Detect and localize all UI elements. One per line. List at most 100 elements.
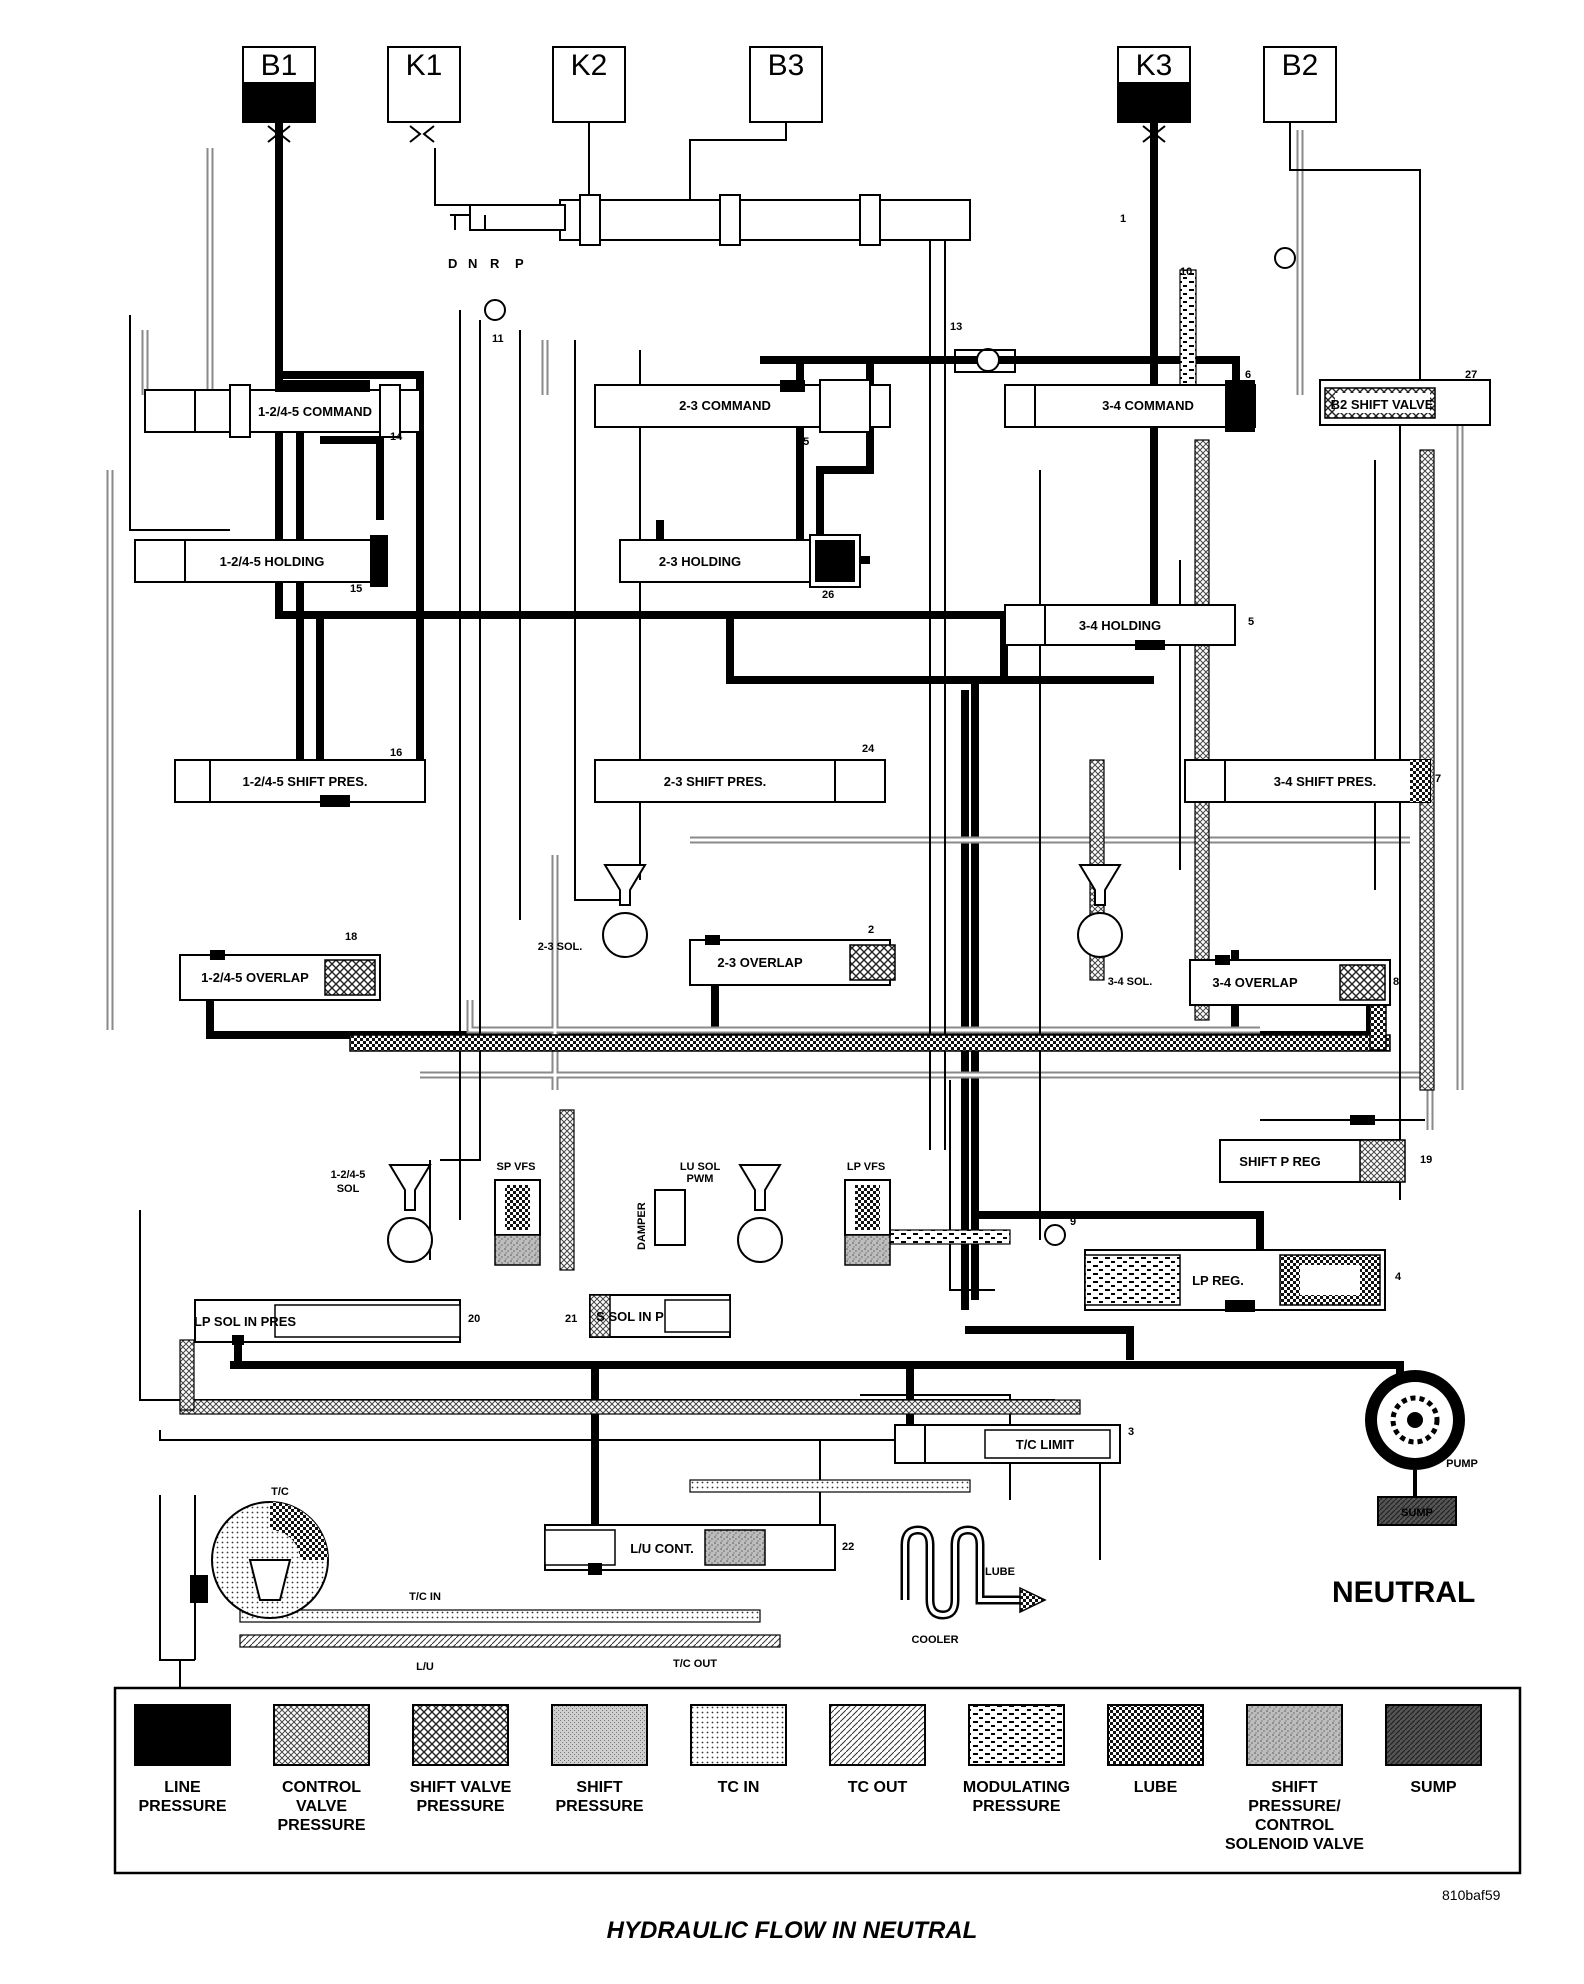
svg-text:LU SOL: LU SOL	[680, 1161, 721, 1173]
clutch-b1-label: B1	[261, 49, 298, 82]
svg-text:1-2/4-5 COMMAND: 1-2/4-5 COMMAND	[258, 404, 372, 419]
svg-text:SUMP: SUMP	[1401, 1507, 1433, 1519]
svg-text:14: 14	[390, 431, 403, 443]
svg-text:2-3 HOLDING: 2-3 HOLDING	[659, 554, 741, 569]
figure-caption: HYDRAULIC FLOW IN NEUTRAL	[607, 1917, 978, 1944]
svg-text:COOLER: COOLER	[911, 1634, 958, 1646]
svg-text:11: 11	[492, 333, 504, 345]
svg-text:T/C IN: T/C IN	[409, 1591, 441, 1603]
valve-34-holding: 3-4 HOLDING	[1004, 604, 1236, 650]
figure-code: 810baf59	[1442, 1887, 1501, 1903]
svg-text:3: 3	[1128, 1426, 1134, 1438]
clutch-b2: B2	[1263, 46, 1337, 123]
svg-text:LP SOL IN PRES: LP SOL IN PRES	[194, 1314, 296, 1329]
legend-label: PRESSURE	[138, 1798, 226, 1815]
svg-text:2-3 COMMAND: 2-3 COMMAND	[679, 398, 771, 413]
svg-text:8: 8	[1393, 976, 1399, 988]
svg-text:SHIFT P REG: SHIFT P REG	[1239, 1154, 1320, 1169]
svg-text:21: 21	[565, 1313, 577, 1325]
solenoid-23: 2-3 SOL.	[538, 864, 648, 958]
solenoid-sp-vfs: SP VFS	[494, 1161, 541, 1266]
valve-34-command: 3-4 COMMAND	[1004, 380, 1256, 432]
callout-numbers: 1 2 3 4 5 6 7 8 9 10 11 13 14 15 16 18 1…	[345, 213, 1477, 1553]
clutch-k3-label: K3	[1136, 49, 1173, 82]
svg-text:PWM: PWM	[687, 1173, 714, 1185]
valve-1245-command: 1-2/4-5 COMMAND	[144, 380, 421, 438]
legend-label: LINE	[164, 1779, 201, 1796]
legend-label: SOLENOID VALVE	[1225, 1836, 1364, 1853]
svg-text:SOL: SOL	[337, 1183, 360, 1195]
legend-label: CONTROL	[282, 1779, 361, 1796]
legend-swatch	[968, 1704, 1065, 1766]
legend-label: PRESSURE	[555, 1798, 643, 1815]
legend-swatch	[551, 1704, 648, 1766]
svg-text:15: 15	[350, 583, 362, 595]
legend-label: SHIFT	[576, 1779, 622, 1796]
valve-23-command: 2-3 COMMAND	[594, 379, 891, 433]
svg-text:2-3 SOL.: 2-3 SOL.	[538, 941, 583, 953]
legend-label: SUMP	[1410, 1779, 1457, 1796]
legend-swatch	[1246, 1704, 1343, 1766]
check-balls	[484, 247, 1296, 1246]
svg-text:1-2/4-5 HOLDING: 1-2/4-5 HOLDING	[220, 554, 325, 569]
svg-text:16: 16	[390, 747, 402, 759]
legend-label: LUBE	[1134, 1779, 1178, 1796]
svg-text:19: 19	[1420, 1154, 1432, 1166]
svg-text:LP VFS: LP VFS	[847, 1161, 885, 1173]
svg-text:22: 22	[842, 1541, 854, 1553]
legend-label: PRESSURE	[277, 1817, 365, 1834]
solenoid-34: 3-4 SOL.	[1077, 864, 1152, 988]
pump-label: PUMP	[1446, 1458, 1478, 1470]
svg-text:T/C LIMIT: T/C LIMIT	[1016, 1437, 1075, 1452]
mode-label: NEUTRAL	[1332, 1576, 1475, 1609]
selector-positions: D N R P	[448, 256, 524, 271]
legend-swatch	[829, 1704, 926, 1766]
tc-labels: T/C IN T/C OUT L/U	[409, 1591, 717, 1673]
legend-label: TC OUT	[848, 1779, 908, 1796]
legend-label: PRESSURE/	[1248, 1798, 1341, 1815]
legend-item: MODULATING PRESSURE	[963, 1704, 1070, 1815]
svg-text:L/U: L/U	[416, 1661, 434, 1673]
svg-text:24: 24	[862, 743, 875, 755]
legend-item: TC OUT	[829, 1704, 926, 1796]
svg-text:B2 SHIFT VALVE: B2 SHIFT VALVE	[1331, 397, 1434, 412]
valve-23-overlap: 2-3 OVERLAP	[689, 935, 896, 986]
valve-s-sol-in: S SOL IN P	[589, 1294, 731, 1338]
svg-text:20: 20	[468, 1313, 480, 1325]
svg-text:9: 9	[1070, 1216, 1076, 1228]
svg-text:10: 10	[1180, 266, 1192, 278]
svg-text:R: R	[490, 256, 500, 271]
svg-text:7: 7	[1435, 773, 1441, 785]
svg-text:25: 25	[797, 436, 809, 448]
svg-text:SP VFS: SP VFS	[497, 1161, 536, 1173]
damper: DAMPER	[636, 1189, 686, 1250]
manual-valve	[450, 194, 971, 246]
legend-item: TC IN	[690, 1704, 787, 1796]
legend-label: PRESSURE	[972, 1798, 1060, 1815]
valve-lp-reg: LP REG.	[1084, 1249, 1386, 1312]
valve-1245-overlap: 1-2/4-5 OVERLAP	[179, 950, 381, 1001]
svg-text:S SOL IN P: S SOL IN P	[596, 1309, 664, 1324]
svg-text:5: 5	[1248, 616, 1254, 628]
legend-label: SHIFT VALVE	[410, 1779, 512, 1796]
solenoid-lp-vfs: LP VFS	[844, 1161, 891, 1266]
legend-label: SHIFT	[1271, 1779, 1317, 1796]
valve-b2-shift: B2 SHIFT VALVE	[1319, 379, 1491, 426]
clutch-k2: K2	[552, 46, 626, 123]
legend-swatch	[273, 1704, 370, 1766]
valve-34-overlap: 3-4 OVERLAP	[1189, 955, 1391, 1006]
legend-item: LUBE	[1107, 1704, 1204, 1796]
legend-label: MODULATING	[963, 1779, 1070, 1796]
valve-tc-limit: T/C LIMIT	[894, 1424, 1121, 1464]
svg-text:1: 1	[1120, 213, 1126, 225]
svg-text:P: P	[515, 256, 524, 271]
clutch-b1: B1	[242, 46, 316, 123]
valve-1245-holding: 1-2/4-5 HOLDING	[134, 535, 388, 587]
svg-text:3-4 COMMAND: 3-4 COMMAND	[1102, 398, 1194, 413]
svg-text:27: 27	[1465, 369, 1477, 381]
torque-converter: T/C	[159, 1486, 329, 1661]
clutch-b3-label: B3	[768, 49, 805, 82]
